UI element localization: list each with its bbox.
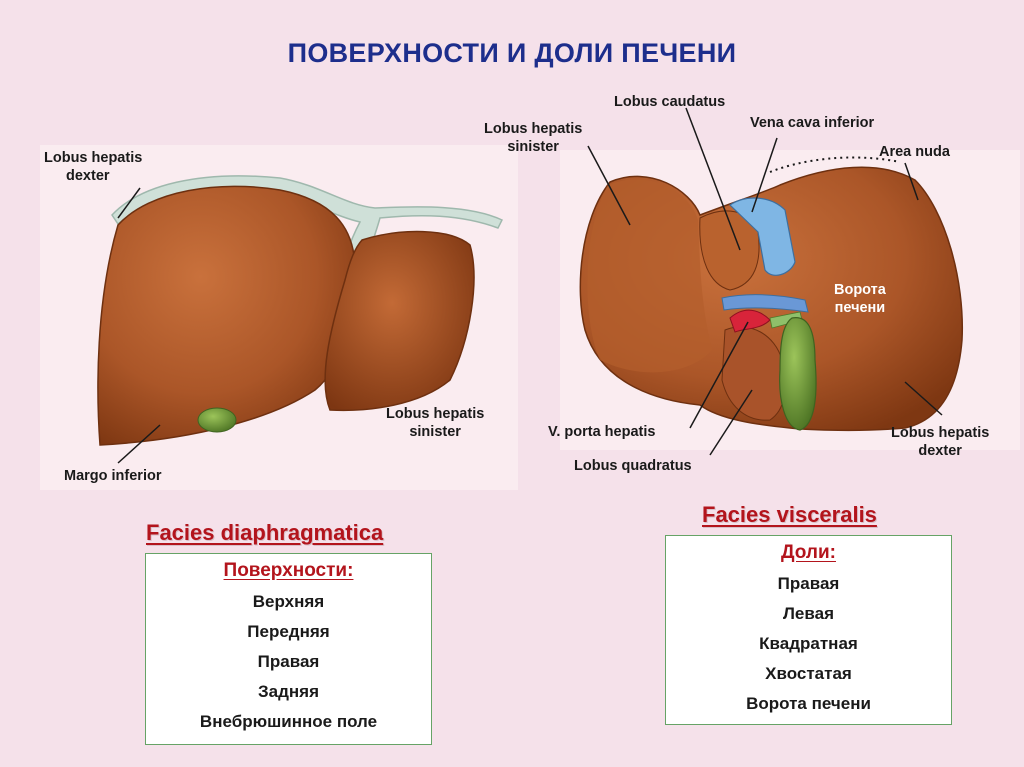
label-lobus-quadratus: Lobus quadratus xyxy=(574,458,692,474)
portal-vein-shape xyxy=(721,294,809,313)
lobe-item: Квадратная xyxy=(759,634,858,653)
visceral-view xyxy=(560,107,1020,456)
lobe-item: Хвостатая xyxy=(765,664,852,683)
label-lobus-dexter-left: Lobus hepatis dexter xyxy=(44,150,143,184)
surface-item: Внебрюшинное поле xyxy=(199,712,378,731)
diaphragmatic-view xyxy=(40,145,518,490)
label-area-nuda: Area nuda xyxy=(879,144,950,160)
left-lobe-shape xyxy=(324,230,475,412)
surface-item: Правая xyxy=(257,652,320,671)
lobe-item: Правая xyxy=(777,574,840,593)
surface-item: Задняя xyxy=(257,682,319,701)
hepatic-artery-shape xyxy=(729,309,771,333)
heading-facies-visceralis: Facies visceralis xyxy=(702,502,877,527)
label-lobus-dexter-right: Lobus hepatis dexter xyxy=(891,425,990,459)
surfaces-box-heading: Поверхности: xyxy=(223,560,354,581)
label-v-porta-hepatis: V. porta hepatis xyxy=(548,424,656,440)
lobes-box: Доли: Правая Левая Квадратная Хвостатая … xyxy=(665,535,952,725)
lobe-item: Левая xyxy=(783,604,834,623)
surfaces-box: Поверхности: Верхняя Передняя Правая Зад… xyxy=(145,553,432,745)
label-lobus-sinister-right: Lobus hepatis sinister xyxy=(484,121,583,155)
surface-item: Верхняя xyxy=(252,592,325,611)
page-title: ПОВЕРХНОСТИ И ДОЛИ ПЕЧЕНИ xyxy=(287,38,737,68)
label-vena-cava-inferior: Vena cava inferior xyxy=(750,115,875,131)
caudate-lobe-shape xyxy=(699,210,760,291)
surface-item: Передняя xyxy=(247,622,330,641)
label-margo-inferior: Margo inferior xyxy=(64,468,162,484)
label-porta-hepatis-ru: Ворота печени xyxy=(834,282,886,316)
heading-facies-diaphragmatica: Facies diaphragmatica xyxy=(146,520,384,545)
lobes-box-heading: Доли: xyxy=(781,542,836,563)
vena-cava-shape xyxy=(729,197,796,276)
gallbladder-shape xyxy=(779,317,817,431)
label-lobus-caudatus: Lobus caudatus xyxy=(614,94,726,110)
label-lobus-sinister-left: Lobus hepatis sinister xyxy=(386,406,485,440)
lobe-item: Ворота печени xyxy=(746,694,871,713)
area-nuda-line xyxy=(769,156,901,173)
gallbladder-tip xyxy=(197,407,237,433)
